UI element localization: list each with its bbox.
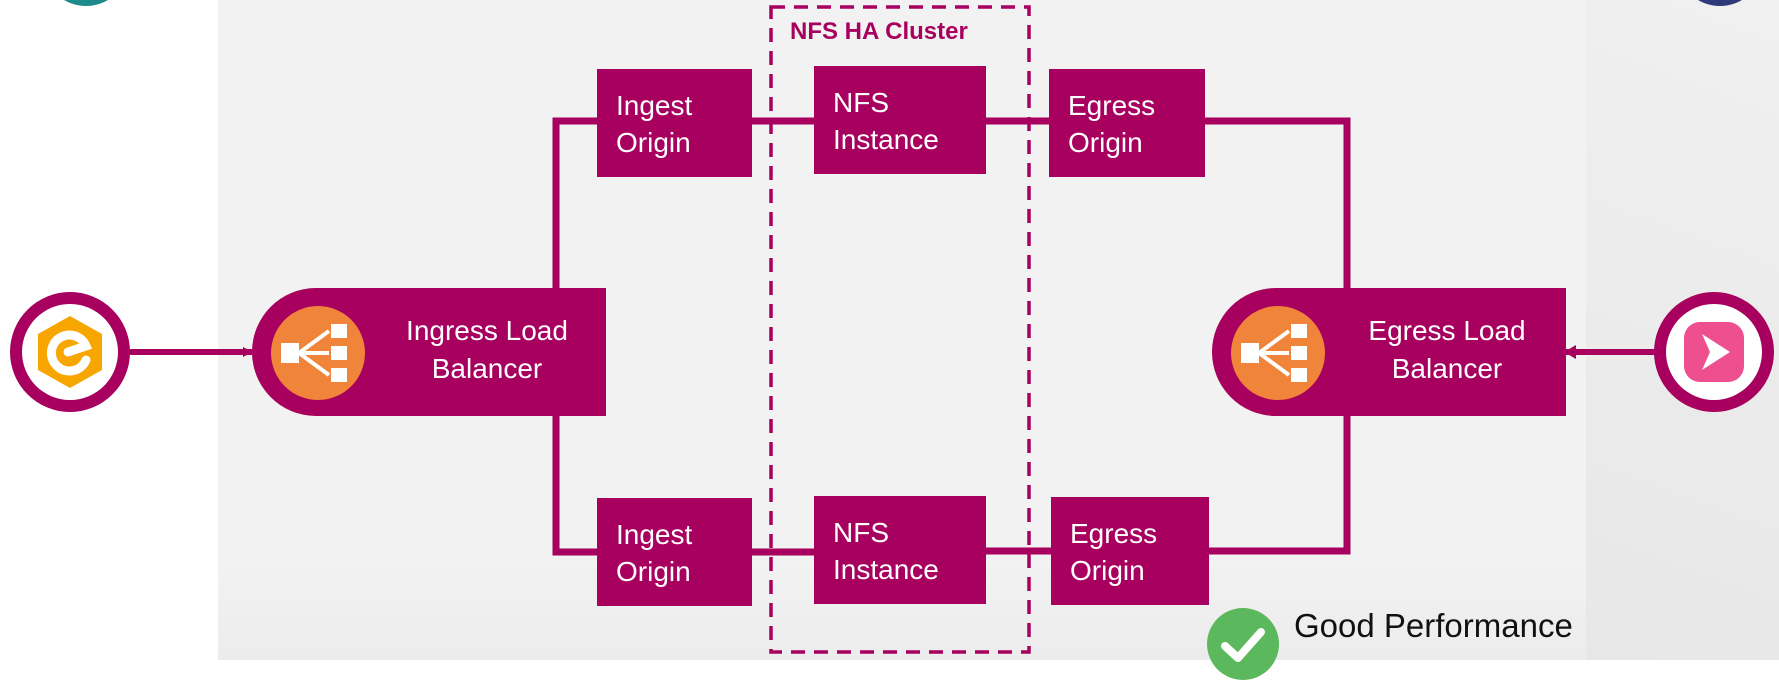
ingest-origin-top-line2: Origin <box>616 127 691 158</box>
checkmark-icon <box>1207 608 1279 680</box>
ingress-load-balancer: Ingress Load Balancer <box>252 288 606 416</box>
egress-lb-line1: Egress Load <box>1368 315 1526 346</box>
right-client-arrowhead <box>1564 345 1576 359</box>
ingest-origin-top-line1: Ingest <box>616 90 693 121</box>
encoder-e-icon <box>38 316 102 388</box>
top-right-decoration <box>1682 0 1758 6</box>
egress-bottom-to-lb-line <box>1209 415 1351 555</box>
play-icon <box>1684 322 1744 382</box>
load-balancer-icon <box>281 324 347 382</box>
egress-origin-top-line1: Egress <box>1068 90 1156 121</box>
egress-origin-bottom-line1: Egress <box>1070 518 1158 549</box>
nfs-instance-top: NFS Instance <box>814 66 986 174</box>
nfs-instance-top-line2: Instance <box>833 124 939 155</box>
nfs-instance-bottom-line2: Instance <box>833 554 939 585</box>
ingress-lb-line1: Ingress Load <box>406 315 568 346</box>
nfs-instance-top-line1: NFS <box>833 87 889 118</box>
ingest-origin-bottom-line2: Origin <box>616 556 691 587</box>
ingress-to-bottom-line <box>552 415 597 556</box>
egress-lb-line2: Balancer <box>1391 353 1503 384</box>
ingest-origin-bottom: Ingest Origin <box>597 498 752 606</box>
nfs-instance-bottom: NFS Instance <box>814 496 986 604</box>
ingress-lb-icon-circle <box>271 306 365 400</box>
egress-top-to-lb-line <box>1205 117 1351 288</box>
nfs-instance-bottom-line1: NFS <box>833 517 889 548</box>
ingress-to-top-line <box>552 117 597 288</box>
checkmark-glyph <box>1221 628 1265 662</box>
cluster-title: NFS HA Cluster <box>790 18 968 45</box>
egress-lb-icon-circle <box>1231 306 1325 400</box>
egress-load-balancer: Egress Load Balancer <box>1212 288 1566 416</box>
egress-origin-bottom-line2: Origin <box>1070 555 1145 586</box>
egress-lb-label: Egress Load Balancer <box>1342 312 1552 388</box>
status-label: Good Performance <box>1294 607 1573 644</box>
left-client-inner <box>22 304 118 400</box>
load-balancer-icon <box>1241 324 1307 382</box>
egress-origin-bottom: Egress Origin <box>1051 497 1209 605</box>
right-client <box>1654 292 1774 412</box>
connection-lines <box>128 5 1655 654</box>
ingress-lb-line2: Balancer <box>431 353 543 384</box>
egress-origin-top: Egress Origin <box>1049 69 1205 177</box>
nfs-cluster-frame <box>769 5 1031 654</box>
left-client <box>10 292 130 412</box>
ingest-origin-top: Ingest Origin <box>597 69 752 177</box>
top-left-decoration <box>48 0 124 6</box>
ingress-lb-label: Ingress Load Balancer <box>382 312 592 388</box>
egress-origin-top-line2: Origin <box>1068 127 1143 158</box>
ingest-origin-bottom-line1: Ingest <box>616 519 693 550</box>
right-client-inner <box>1666 304 1762 400</box>
